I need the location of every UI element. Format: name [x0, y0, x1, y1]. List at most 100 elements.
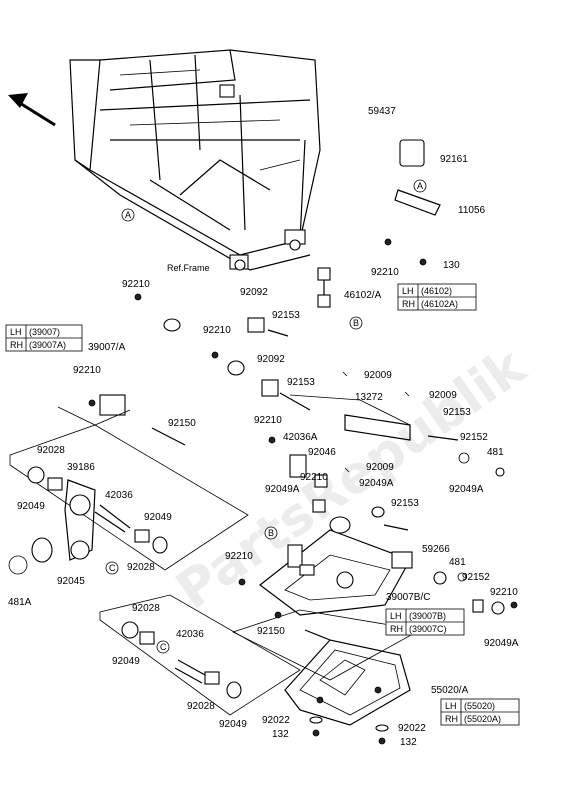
knuckle-group: [8, 424, 249, 575]
callout-c-knuckle: C: [105, 561, 119, 575]
part-labels: 59437 92161 11056 130 92210 46102/A 9221…: [8, 106, 519, 748]
part-number-label: 481: [487, 447, 504, 458]
part-number-label: (39007A): [29, 340, 66, 350]
bolt-icon: [419, 258, 427, 266]
part-number-label: 92028: [187, 701, 215, 712]
part-number-label: 39007B/C: [386, 592, 430, 603]
part-number-label: 130: [443, 260, 460, 271]
part-number-label: 92152: [462, 572, 490, 583]
part-number-label: 42036A: [283, 432, 318, 443]
part-number-label: 42036: [105, 490, 133, 501]
skid-plate: [284, 639, 411, 726]
callout-c-lower: C: [156, 640, 170, 654]
part-number-label: 92153: [272, 310, 300, 321]
part-number-label: (46102): [421, 286, 452, 296]
callout-letter: C: [109, 563, 116, 573]
part-number-label: 132: [272, 729, 289, 740]
part-number-label: 92009: [364, 370, 392, 381]
part-number-label: 59437: [368, 106, 396, 117]
part-number-label: 92210: [254, 415, 282, 426]
lower-a-arm: [259, 435, 505, 641]
part-number-label: 92161: [440, 154, 468, 165]
callout-a-frame: A: [121, 208, 135, 222]
part-number-label: 92210: [73, 365, 101, 376]
part-number-label: 55020/A: [431, 685, 469, 696]
part-number-label: 481: [449, 557, 466, 568]
callout-letter: A: [417, 181, 423, 191]
part-number-label: 92028: [127, 562, 155, 573]
part-number-label: 92049A: [449, 484, 484, 495]
nut-icon: [384, 238, 392, 246]
part-number-label: 92153: [287, 377, 315, 388]
part-number-label: 42036: [176, 629, 204, 640]
front-arrow-icon: [8, 93, 56, 127]
part-number-label: 92022: [262, 715, 290, 726]
part-number-label: LH: [390, 611, 402, 621]
callout-a-stab: A: [413, 179, 427, 193]
part-number-label: 92150: [257, 626, 285, 637]
part-number-label: 92049A: [484, 638, 519, 649]
part-number-label: 92210: [300, 472, 328, 483]
part-number-label: 92049: [144, 512, 172, 523]
part-number-label: 92049A: [359, 478, 394, 489]
part-number-label: LH: [402, 286, 414, 296]
part-number-label: 39186: [67, 462, 95, 473]
part-number-label: 11056: [458, 205, 486, 216]
part-number-label: 46102/A: [344, 290, 382, 301]
part-number-label: 92049: [219, 719, 247, 730]
part-number-label: 92028: [37, 445, 65, 456]
part-number-label: 92153: [391, 498, 419, 509]
part-number-label: 92009: [429, 390, 457, 401]
part-number-label: 92045: [57, 576, 85, 587]
part-number-label: 92210: [225, 551, 253, 562]
part-number-label: 92152: [460, 432, 488, 443]
upper-a-arm: [98, 317, 245, 420]
callout-b-lower: B: [264, 526, 278, 540]
part-number-label: 92009: [366, 462, 394, 473]
part-number-label: (55020): [464, 701, 495, 711]
part-number-label: 39007/A: [88, 342, 126, 353]
stabilizer-link: [317, 267, 331, 308]
part-number-label: (39007C): [409, 624, 447, 634]
part-number-label: 92049: [17, 501, 45, 512]
part-number-label: 92210: [122, 279, 150, 290]
part-number-label: RH: [390, 624, 403, 634]
bottom-hardware: [238, 578, 518, 745]
part-number-label: (39007): [29, 327, 60, 337]
part-number-label: 92210: [490, 587, 518, 598]
part-number-label: 92092: [257, 354, 285, 365]
callout-b-link: B: [349, 316, 363, 330]
lower-knuckle-group: [99, 594, 301, 716]
bracket-13272: [289, 394, 411, 441]
part-number-label: 92210: [371, 267, 399, 278]
part-number-label: 92049: [112, 656, 140, 667]
ref-frame-label: Ref.Frame: [167, 263, 210, 273]
table-55020: LH (55020) RH (55020A): [440, 698, 520, 726]
part-number-label: (39007B): [409, 611, 446, 621]
stabilizer-bar: [345, 102, 518, 256]
part-number-label: RH: [402, 299, 415, 309]
part-number-label: 92210: [203, 325, 231, 336]
part-number-label: 481A: [8, 597, 32, 608]
table-39007bc: LH (39007B) RH (39007C): [385, 608, 465, 636]
table-46102: LH (46102) RH (46102A): [397, 283, 477, 311]
part-number-label: (46102A): [421, 299, 458, 309]
part-number-label: RH: [10, 340, 23, 350]
part-number-label: 92046: [308, 447, 336, 458]
callout-letter: A: [125, 210, 131, 220]
callout-letter: B: [353, 318, 359, 328]
callout-letter: B: [268, 528, 274, 538]
table-39007: LH (39007) RH (39007A): [5, 324, 83, 352]
part-number-label: 13272: [355, 392, 383, 403]
part-number-label: 59266: [422, 544, 450, 555]
middle-bushings: [268, 371, 505, 513]
part-number-label: 92028: [132, 603, 160, 614]
part-number-label: 92153: [443, 407, 471, 418]
part-number-label: (55020A): [464, 714, 501, 724]
callout-letter: C: [160, 642, 167, 652]
bushings-upper: [88, 293, 311, 446]
frame-assembly: [69, 49, 321, 271]
part-number-label: 132: [400, 737, 417, 748]
part-number-label: 92150: [168, 418, 196, 429]
